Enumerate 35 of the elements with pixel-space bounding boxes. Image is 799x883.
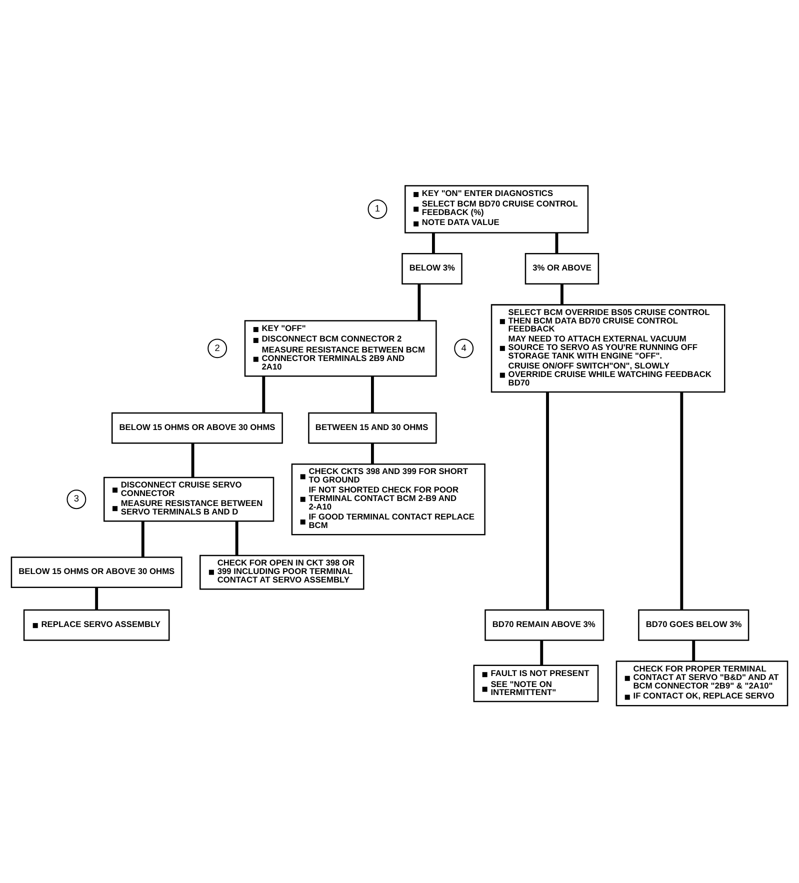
connector [191,443,194,478]
connector [370,443,374,464]
connector [680,392,684,610]
connector [546,392,549,610]
node-box: 3% OR ABOVE [524,253,600,284]
node-label: 3 [74,494,80,504]
node-box: KEY "OFF" DISCONNECT BCM CONNECTOR 2 MEASURE RESISTANCE BETWEEN BCM CONNECTOR TERMINALS 2B9 AND 2A10 [244,320,437,377]
connector [432,232,435,254]
connector [370,376,374,413]
node-box: FAULT IS NOT PRESENT SEE "NOTE ON INTERMITTENT" [473,664,599,702]
connector [235,521,238,556]
node-box: BELOW 3% [402,253,462,284]
node-box: DISCONNECT CRUISE SERVO CONNECTOR MEASURE RESISTANCE BETWEEN SERVO TERMINALS B AND D [104,476,274,522]
node-box: KEY "ON" ENTER DIAGNOSTICS SELECT BCM BD70 CRUISE CONTROL FEEDBACK (%) NOTE DATA VALUE [404,185,589,234]
node-box: BD70 REMAIN ABOVE 3% [484,609,604,641]
connector [555,232,558,254]
connector [141,521,144,558]
connector [418,284,421,321]
node-box: CHECK FOR PROPER TERMINAL CONTACT AT SERVO "B&D" AND AT BCM CONNECTOR "2B9" & "2A10" IF CONTACT OK, REPLACE SERVO [616,660,788,706]
connector [540,640,544,666]
connector [692,640,696,662]
node-box: CHECK FOR OPEN IN CKT 398 OR 399 INCLUDING POOR TERMINAL CONTACT AT SERVO ASSEMBLY [200,554,364,590]
connector [560,284,564,305]
node-box: REPLACE SERVO ASSEMBLY [23,609,170,641]
node-label: 4 [461,342,466,353]
node-box: BELOW 15 OHMS OR ABOVE 30 OHMS [111,412,283,444]
connector [262,376,266,413]
node-label: 2 [214,342,220,353]
node-label: 1 [374,204,380,214]
node-box: BELOW 15 OHMS OR ABOVE 30 OHMS [10,556,182,588]
node-box: SELECT BCM OVERRIDE BS05 CRUISE CONTROL THEN BCM DATA BD70 CRUISE CONTROL FEEDBACK MAY NEED TO ATTACH EXTERNAL VACUUM SOURCE TO SERVO AS YOU'RE RUNNING OFF STORAGE TANK WITH ENGINE "OFF". CRUISE ON/OFF SWITCH"ON", SLOWLY OVERRIDE CRUISE WHILE WATCHING FEEDBACK BD70 [490,304,726,393]
node-box: CHECK CKTS 398 AND 399 FOR SHORT TO GROUND IF NOT SHORTED CHECK FOR POOR TERMINAL CONTACT BCM 2-B9 AND 2-A10 IF GOOD TERMINAL CONTACT REPLACE BCM [291,464,486,536]
connector [95,588,98,610]
node-box: BETWEEN 15 AND 30 OHMS [308,412,437,444]
node-box: BD70 GOES BELOW 3% [638,609,750,641]
